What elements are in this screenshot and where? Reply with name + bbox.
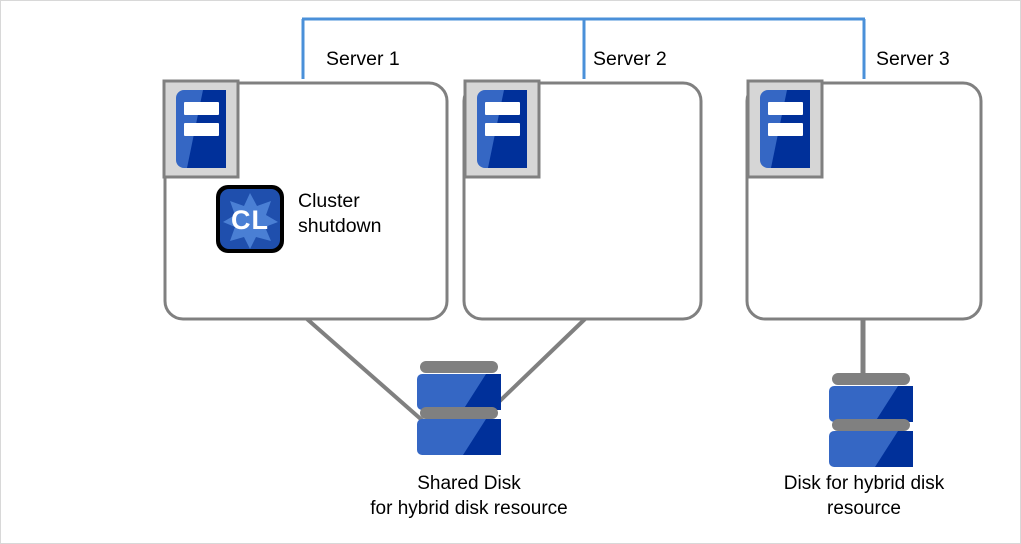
server-label-3: Server 3 [876, 48, 950, 70]
disk-stack-icon-right[interactable] [829, 373, 913, 467]
server-icon-1 [162, 79, 240, 179]
server-bracket [301, 17, 866, 79]
server-icon-3 [746, 79, 824, 179]
cluster-shutdown-label-line2: shutdown [298, 215, 382, 237]
svg-text:CL: CL [231, 205, 269, 235]
right-disk-label-line1: Disk for hybrid disk [783, 473, 945, 494]
cluster-shutdown-icon[interactable]: CL [216, 185, 284, 253]
right-disk-label-line2: resource [827, 498, 901, 519]
shared-disk-label-line1: Shared Disk [417, 473, 521, 494]
cluster-shutdown-label-line1: Cluster [298, 190, 360, 212]
connector-lines [305, 317, 866, 423]
shared-disk-label-line2: for hybrid disk resource [370, 498, 568, 519]
server-icon-2 [463, 79, 541, 179]
server-label-1: Server 1 [326, 48, 400, 70]
disk-stack-icon-shared[interactable] [417, 361, 501, 455]
server-label-2: Server 2 [593, 48, 667, 70]
